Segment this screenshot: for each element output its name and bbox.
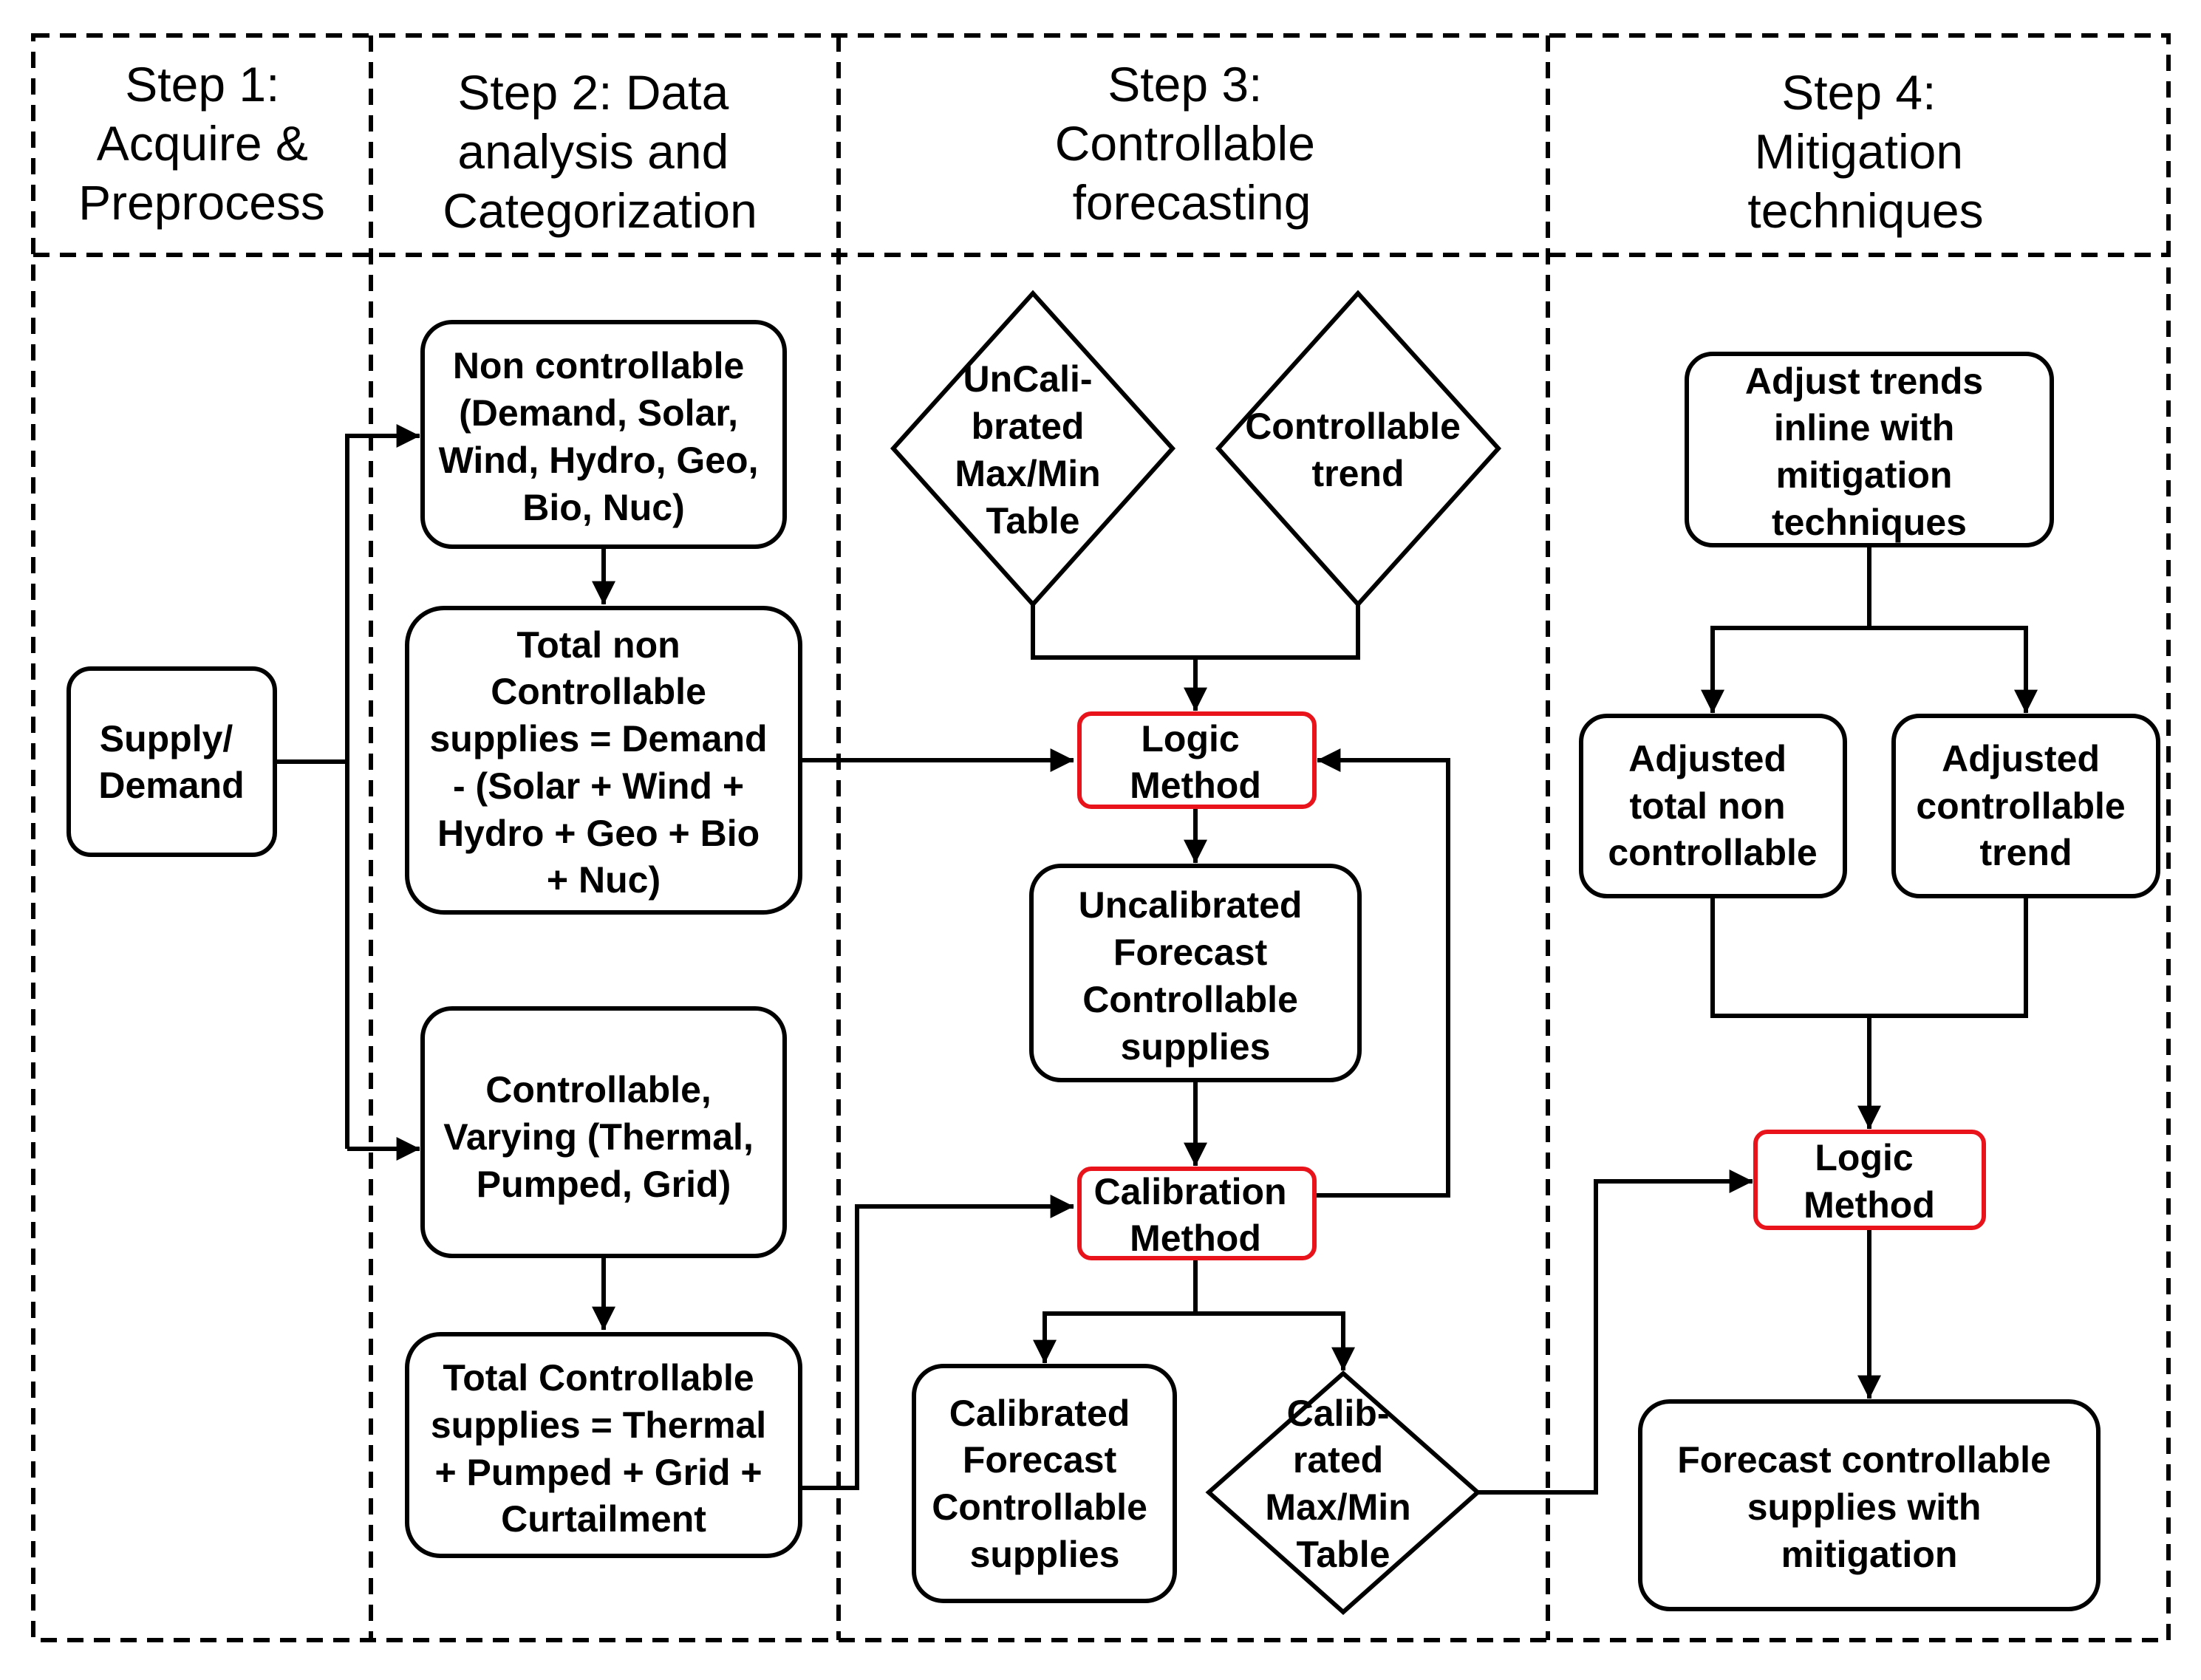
controllable-trend-diamond [1215,290,1502,608]
edge-calibration-feedback [1314,748,1450,1198]
node-controllable-trend[interactable]: Controllable trend [1215,290,1502,608]
step2-header: Step 2: Data analysis and Categorization [443,65,757,238]
logic-method-1-box [1077,711,1317,809]
total-non-controllable-label: Total non Controllable supplies = Demand… [430,624,778,901]
edge-supply-to-noncontrollable [345,423,420,1149]
node-calibration-method[interactable]: Calibration Method [1077,1167,1317,1260]
node-uncalibrated-forecast[interactable]: Uncalibrated Forecast Controllable suppl… [1029,864,1362,1082]
adjusted-controllable-trend-box [1891,714,2160,898]
calibrated-forecast-label: Calibrated Forecast Controllable supplie… [932,1393,1158,1575]
step-frames [31,33,2171,1642]
node-logic-method-1[interactable]: Logic Method [1077,711,1317,809]
node-logic-method-2[interactable]: Logic Method [1753,1130,1986,1230]
uncalibrated-forecast-box [1029,864,1362,1082]
adjusted-non-controllable-label: Adjusted total non controllable [1608,738,1817,873]
uncalibrated-table-label: UnCali- brated Max/Min Table [955,358,1110,542]
logic-method-1-label: Logic Method [1130,718,1261,806]
supply-demand-label: Supply/ Demand [98,718,244,806]
forecast-with-mitigation-box [1638,1399,2101,1611]
adjusted-non-controllable-box [1579,714,1847,898]
controllable-trend-label: Controllable trend [1245,406,1471,494]
logic-method-2-label: Logic Method [1804,1137,1935,1226]
node-adjusted-controllable-trend[interactable]: Adjusted controllable trend [1891,714,2160,898]
node-total-non-controllable[interactable]: Total non Controllable supplies = Demand… [405,606,802,915]
non-controllable-box [420,320,787,549]
edge-adjusted-join [1710,896,2028,1018]
uncalibrated-forecast-label: Uncalibrated Forecast Controllable suppl… [1079,884,1313,1068]
uncalibrated-table-diamond [890,290,1176,608]
adjusted-controllable-trend-label: Adjusted controllable trend [1916,738,2135,873]
node-adjust-trends[interactable]: Adjust trends inline with mitigation tec… [1685,352,2054,547]
node-calibrated-forecast[interactable]: Calibrated Forecast Controllable supplie… [912,1364,1177,1603]
calibration-method-box [1077,1167,1317,1260]
node-calibrated-table[interactable]: Calib- rated Max/Min Table [1205,1370,1481,1616]
step3-header: Step 3: Controllable forecasting [1055,57,1329,230]
adjust-trends-box [1685,352,2054,547]
supply-demand-box [66,666,277,857]
controllable-varying-label: Controllable, Varying (Thermal, Pumped, … [443,1069,764,1205]
step4-header: Step 4: Mitigation techniques [1747,65,1983,238]
edge-calibrated-table-to-logic2 [1478,1169,1753,1495]
adjust-trends-label: Adjust trends inline with mitigation tec… [1745,361,1993,543]
total-controllable-box [405,1332,802,1558]
node-forecast-with-mitigation[interactable]: Forecast controllable supplies with miti… [1638,1399,2101,1611]
controllable-varying-box [420,1006,787,1258]
edge-inputs-join [1031,604,1360,660]
step1-header: Step 1: Acquire & Preprocess [78,57,325,230]
edges [275,423,2038,1495]
node-adjusted-non-controllable[interactable]: Adjusted total non controllable [1579,714,1847,898]
edge-calibration-to-calibrated-forecast [1033,1258,1198,1364]
total-non-controllable-box [405,606,802,915]
node-controllable-varying[interactable]: Controllable, Varying (Thermal, Pumped, … [420,1006,787,1258]
edge-adjust-split [1710,626,2028,713]
non-controllable-label: Non controllable (Demand, Solar, Wind, H… [439,345,769,528]
node-non-controllable[interactable]: Non controllable (Demand, Solar, Wind, H… [420,320,787,549]
calibration-method-label: Calibration Method [1093,1171,1297,1259]
total-controllable-label: Total Controllable supplies = Thermal + … [431,1357,777,1540]
node-supply-demand[interactable]: Supply/ Demand [66,666,277,857]
calibrated-forecast-box [912,1364,1177,1603]
node-total-controllable[interactable]: Total Controllable supplies = Thermal + … [405,1332,802,1558]
edge-calibration-to-calibrated-table [1195,1311,1356,1371]
calibrated-table-label: Calib- rated Max/Min Table [1265,1393,1421,1575]
outer-frame [31,33,2171,1642]
calibrated-table-diamond [1205,1370,1481,1616]
node-uncalibrated-table[interactable]: UnCali- brated Max/Min Table [890,290,1176,608]
edge-totalcontrollable-to-calibration [800,1194,1074,1490]
forecast-with-mitigation-label: Forecast controllable supplies with miti… [1677,1439,2061,1575]
logic-method-2-box [1753,1130,1986,1230]
